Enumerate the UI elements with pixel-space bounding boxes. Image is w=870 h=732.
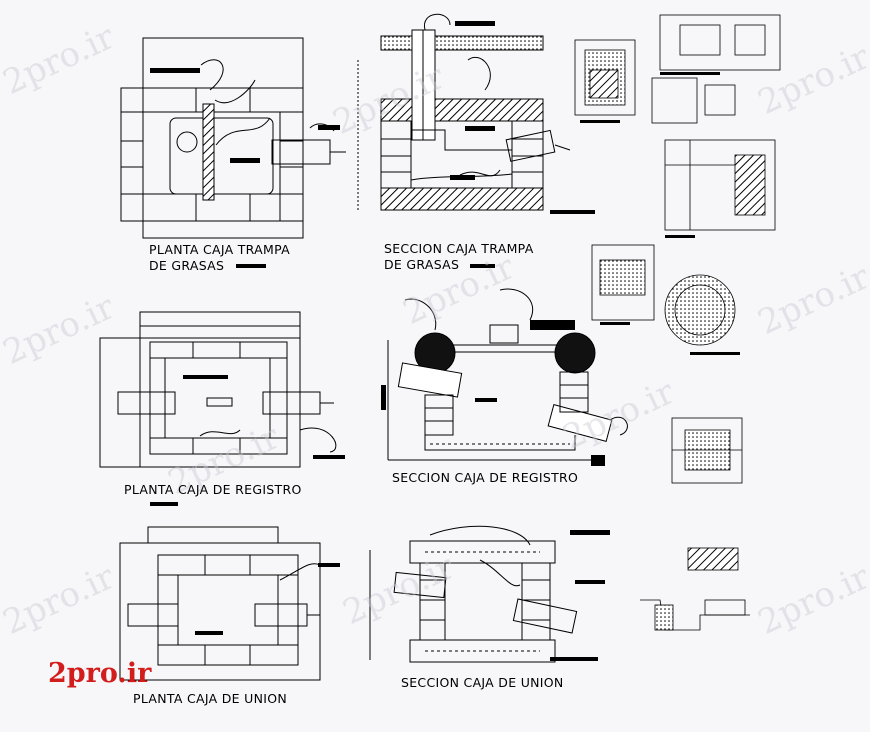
title-planta-union: PLANTA CAJA DE UNION	[133, 691, 288, 706]
planta-union	[119, 526, 321, 681]
title-seccion-registro: SECCION CAJA DE REGISTRO	[392, 470, 579, 485]
detalle-superior-tags	[580, 72, 740, 355]
planta-trampa-grasas	[120, 37, 346, 239]
title-planta-registro: PLANTA CAJA DE REGISTRO	[124, 482, 302, 497]
seccion-registro-tags	[381, 320, 605, 466]
detalle-superior	[574, 14, 781, 346]
seccion-union-tags	[550, 530, 610, 661]
planta-registro	[99, 311, 337, 468]
seccion-union	[369, 525, 578, 663]
detalle-inferior	[640, 547, 750, 631]
seccion-registro	[387, 288, 628, 461]
title-planta-trampa-2: DE GRASAS	[149, 258, 225, 273]
planta-registro-tags	[150, 375, 345, 506]
seccion-trampa-tags	[450, 21, 595, 268]
planta-trampa-tags	[150, 68, 340, 268]
site-logo: 2pro.ir	[48, 658, 152, 689]
title-seccion-trampa-2: DE GRASAS	[384, 257, 460, 272]
title-seccion-union: SECCION CAJA DE UNION	[401, 675, 564, 690]
planta-union-tags	[195, 563, 340, 635]
detalle-medio	[671, 417, 743, 484]
seccion-trampa-grasas	[357, 13, 571, 211]
title-planta-trampa-1: PLANTA CAJA TRAMPA	[149, 242, 290, 257]
title-seccion-trampa-1: SECCION CAJA TRAMPA	[384, 241, 534, 256]
